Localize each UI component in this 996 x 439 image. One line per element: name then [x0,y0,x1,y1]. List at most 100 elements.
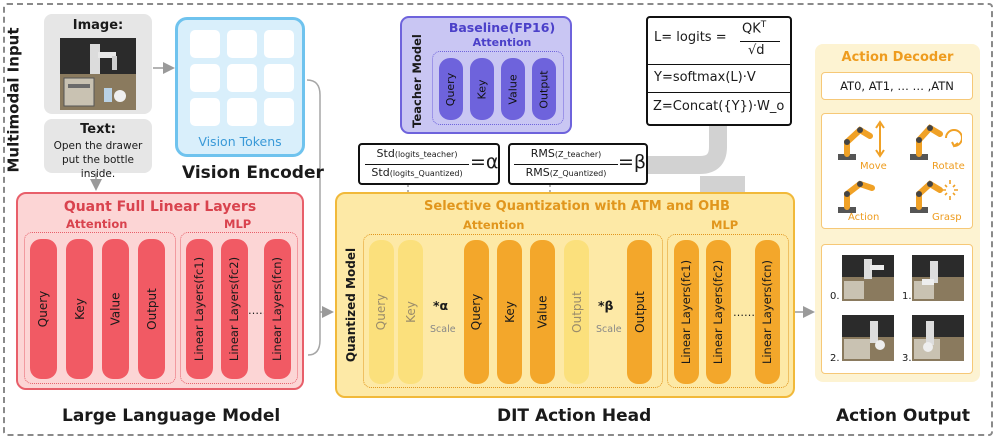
robot-arm-move-icon [838,120,885,160]
dit-light-bar-output: Output [564,240,589,384]
teacher-bar-value: Value [501,58,525,120]
action-decoder-title: Action Decoder [841,50,954,65]
dit-alpha-op: *α [433,298,449,313]
dit-bar-query: Query [464,240,489,384]
llm-mlp-label: MLP [224,217,252,231]
dit-bar-output: Output [627,240,652,384]
dit-ellipsis: …… [733,306,755,319]
vision-encoder-caption: Vision Encoder [182,163,324,183]
dit-side-label: Quantized Model [344,247,358,363]
vision-token [227,30,257,58]
dit-bar-fc1: Linear Layers(fc1) [674,240,699,384]
teacher-section: Attention [472,36,532,49]
dit-box: Selective Quantization with ATM and OHB … [335,192,795,398]
vision-token [190,98,220,126]
vision-token [190,64,220,92]
teacher-side-label: Teacher Model [410,34,424,128]
action-types-panel: Move Rotate Action Grasp [821,113,973,229]
multimodal-title: Multimodal Input [5,27,24,173]
input-scene-image [60,38,136,110]
action-label-rotate: Rotate [932,161,965,172]
image-panel: Image: [44,14,152,114]
vision-token [264,30,294,58]
dit-mlp-group [667,234,789,388]
text-body: Open the drawer put the bottle inside. [53,140,143,180]
action-tokens: AT0, AT1, … … ,ATN [821,72,973,100]
dit-bar-key: Key [497,240,522,384]
connector-vision-llm [306,79,321,356]
robot-arm-grasp-icon [910,180,958,213]
teacher-model-box: Baseline(FP16) Attention Teacher Model Q… [400,16,572,134]
frame-label-2: 2. [830,353,840,364]
vision-tokens-box: Vision Tokens [175,17,305,157]
llm-bar-query: Query [30,239,57,379]
vision-token-grid [190,30,294,130]
eq-line3: Z=Concat({Y})·W_o [653,99,785,114]
robot-arm-rotate-icon [910,124,962,160]
multimodal-title-wrap: Multimodal Input [0,27,28,172]
beta-equals: =β [618,151,647,173]
llm-attention-label: Attention [66,217,128,231]
dit-attention-label: Attention [463,218,525,232]
dit-title: Selective Quantization with ATM and OHB [424,199,730,214]
llm-bar-output: Output [138,239,165,379]
dit-light-bar-query: Query [369,240,394,384]
frame-label-3: 3. [902,353,912,364]
teacher-attention-group [432,51,564,125]
action-frame-2 [842,315,894,361]
vision-token [264,98,294,126]
image-label: Image: [72,18,124,33]
llm-attention-group [24,232,176,384]
llm-box: Quant Full Linear Layers Attention MLP Q… [16,192,304,390]
teacher-bar-query: Query [439,58,463,120]
llm-mlp-group [180,232,298,384]
llm-ellipsis: …… [248,304,270,317]
dit-mlp-label: MLP [711,218,739,232]
dit-alpha-scale-label: Scale [430,324,456,335]
dit-light-bar-key: Key [398,240,423,384]
llm-bar-fc1: Linear Layers(fc1) [186,239,213,379]
dit-beta-op: *β [598,298,614,313]
llm-bar-key: Key [66,239,93,379]
llm-caption: Large Language Model [62,406,281,426]
eq-line2: Y=softmax(L)·V [654,70,756,85]
action-label-action: Action [848,212,880,223]
frame-label-0: 0. [830,291,840,302]
eq-line1-den: √d [748,43,765,58]
robot-arm-action-icon [838,180,875,213]
vision-token [190,30,220,58]
vision-token [264,64,294,92]
formula-band [560,125,727,174]
alpha-equals: =α [470,151,499,173]
text-panel: Text: Open the drawer put the bottle ins… [44,119,152,180]
dit-beta-scale-label: Scale [596,324,622,335]
equations-box: L= logits = QKT √d Y=softmax(L)·V Z=Conc… [646,16,792,126]
action-output-caption: Action Output [836,406,970,426]
teacher-bar-key: Key [470,58,494,120]
frame-label-1: 1. [902,291,912,302]
eq-line1-lhs: L= logits = [654,30,727,45]
action-decoder-box: Action Decoder AT0, AT1, … … ,ATN Move R… [815,44,980,382]
vision-token [227,64,257,92]
action-label-move: Move [860,161,887,172]
text-label: Text: [80,122,116,137]
action-label-grasp: Grasp [932,212,962,223]
action-frame-1 [912,255,964,301]
action-frames-panel: 0. 1. 2. 3. [821,244,973,374]
llm-title: Quant Full Linear Layers [63,199,257,215]
llm-bar-fc2: Linear Layers(fc2) [221,239,248,379]
eq-line1-num: QKT [742,20,767,37]
action-frame-3 [912,315,964,361]
dit-bar-fc2: Linear Layers(fc2) [706,240,731,384]
llm-bar-value: Value [102,239,129,379]
beta-ratio-box: RMS(Z_teacher) RMS(Z_Quantized) =β [508,143,648,185]
dit-bar-fcn: Linear Layers(fcn) [755,240,780,384]
dit-caption: DIT Action Head [497,406,652,426]
outer-frame [3,3,993,436]
vision-tokens-label: Vision Tokens [198,134,282,149]
teacher-title: Baseline(FP16) [448,20,556,35]
vision-token [227,98,257,126]
action-frame-0 [842,255,894,301]
teacher-bar-output: Output [532,58,556,120]
alpha-ratio-box: Std(logits_teacher) Std(logits_Quantized… [358,143,500,185]
